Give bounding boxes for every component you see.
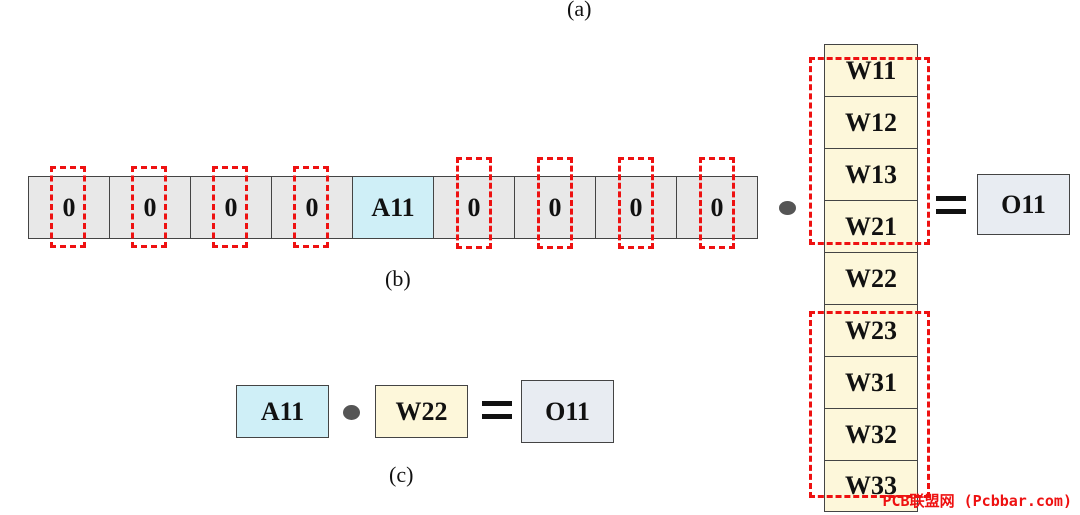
dashed-highlight-input-3 bbox=[212, 166, 248, 248]
input-cell-activation: A11 bbox=[352, 176, 434, 239]
equals-sign-b bbox=[936, 196, 966, 216]
expr-output-cell: O11 bbox=[521, 380, 614, 443]
weight-cell-w22: W22 bbox=[824, 252, 918, 305]
output-cell-b: O11 bbox=[977, 174, 1070, 235]
dashed-highlight-weights-bottom bbox=[809, 311, 930, 498]
dot-product-operator-b bbox=[779, 201, 796, 215]
dashed-highlight-weights-top bbox=[809, 57, 930, 245]
watermark: PCB联盟网 (Pcbbar.com) bbox=[882, 492, 1073, 510]
weight-cell-w32: W32 bbox=[824, 408, 918, 461]
dashed-highlight-input-6 bbox=[456, 157, 492, 249]
dashed-highlight-input-4 bbox=[293, 166, 329, 248]
dot-product-operator-c bbox=[343, 405, 360, 420]
input-cell-1: 0 bbox=[28, 176, 110, 239]
caption-b: (b) bbox=[385, 266, 411, 291]
input-cell-3: 0 bbox=[190, 176, 272, 239]
input-cell-2: 0 bbox=[109, 176, 191, 239]
expr-activation-cell: A11 bbox=[236, 385, 329, 438]
input-cell-9: 0 bbox=[676, 176, 758, 239]
weight-cell-w11: W11 bbox=[824, 44, 918, 97]
weight-cell-w12: W12 bbox=[824, 96, 918, 149]
dashed-highlight-input-8 bbox=[618, 157, 654, 249]
equals-sign-c bbox=[482, 401, 512, 421]
dashed-highlight-input-9 bbox=[699, 157, 735, 249]
caption-c: (c) bbox=[389, 462, 414, 487]
dashed-highlight-input-7 bbox=[537, 157, 573, 249]
dashed-highlight-input-2 bbox=[131, 166, 167, 248]
caption-a: (a) bbox=[567, 0, 592, 21]
input-cell-6: 0 bbox=[433, 176, 515, 239]
expr-weight-cell: W22 bbox=[375, 385, 468, 438]
weight-cell-w13: W13 bbox=[824, 148, 918, 201]
dashed-highlight-input-1 bbox=[50, 166, 86, 248]
input-cell-4: 0 bbox=[271, 176, 353, 239]
